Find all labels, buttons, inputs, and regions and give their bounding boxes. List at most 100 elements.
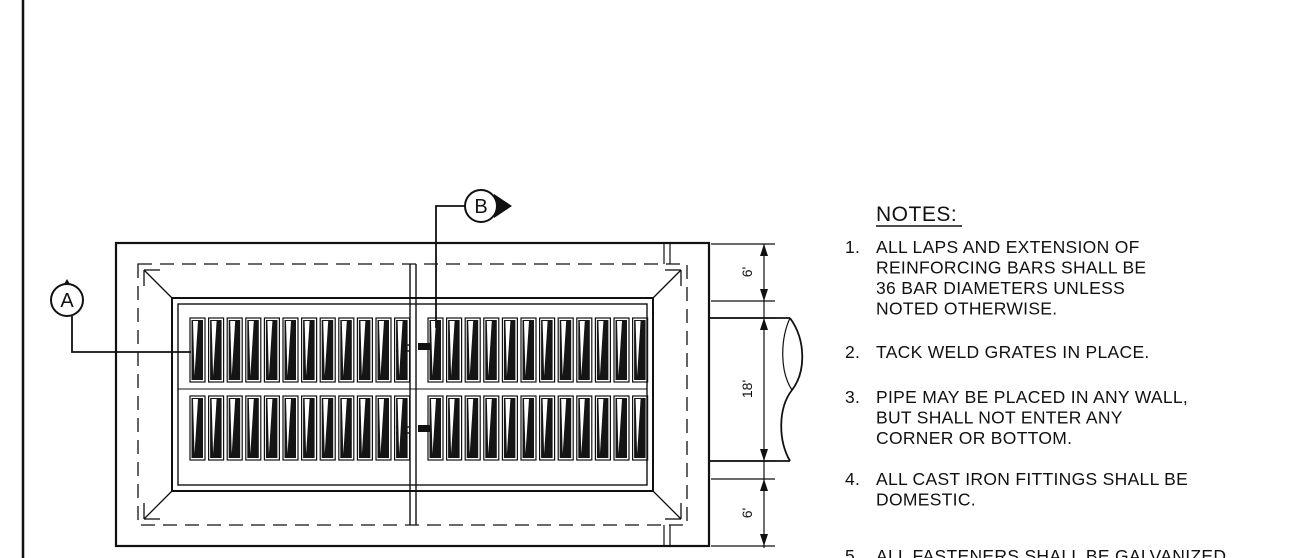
section-marker-a [50, 279, 191, 353]
grate-slot-highlight [360, 321, 366, 376]
grate-slot [189, 317, 206, 383]
grate-slot-highlight [449, 399, 455, 454]
grate-slot-highlight [286, 399, 291, 454]
grate-slot [338, 317, 355, 383]
grate-slot [245, 317, 262, 383]
grate-slot [263, 317, 280, 383]
grate-slot-highlight [617, 321, 622, 376]
notes-title: NOTES: [876, 203, 957, 226]
grate-slot-highlight [341, 321, 347, 376]
section-a-bubble [50, 283, 84, 317]
grate-slot [301, 395, 318, 461]
grate-slot-highlight [193, 321, 198, 376]
dimension-top: 6' [739, 267, 755, 277]
grate-slot-highlight [360, 399, 366, 454]
grate-slot-highlight [505, 321, 511, 376]
grate-slot-highlight [431, 321, 436, 376]
grate-slot [226, 317, 243, 383]
note-line: CORNER OR BOTTOM. [876, 428, 1072, 448]
grate-slot-highlight [635, 399, 641, 454]
outer-box [114, 241, 711, 548]
grate-slot [189, 395, 206, 461]
grate-slot-highlight [598, 399, 604, 454]
grate-slot-highlight [379, 399, 384, 454]
grate-slot-highlight [267, 399, 273, 454]
grate-slot-highlight [248, 321, 254, 376]
grate-slot [301, 317, 318, 383]
note-line: ALL CAST IRON FITTINGS SHALL BE [876, 469, 1188, 489]
grate-slot [394, 395, 411, 461]
grate-slot-highlight [286, 321, 291, 376]
grate-slot-highlight [561, 321, 567, 376]
inlet-plan-view [114, 241, 711, 548]
grate-slot [538, 317, 556, 383]
note-line: TACK WELD GRATES IN PLACE. [876, 342, 1150, 362]
grate-slot [520, 317, 537, 383]
dimension-middle: 18' [739, 380, 755, 398]
grate-slot [483, 395, 500, 461]
note-line: DOMESTIC. [876, 490, 976, 510]
grate-slot [375, 395, 392, 461]
grate-slot-highlight [486, 399, 492, 454]
dimension-arrows [760, 244, 768, 546]
grate-slot [631, 395, 649, 461]
grate-slot-highlight [230, 399, 236, 454]
grate-slot-highlight [304, 399, 310, 454]
grate-slot-highlight [579, 399, 585, 454]
grate-slot [226, 395, 243, 461]
grate-slot-highlight [211, 321, 217, 376]
grate-slot [576, 317, 593, 383]
grate-slot-highlight [635, 321, 641, 376]
grate-slot [594, 395, 612, 461]
note-line: NOTED OTHERWISE. [876, 299, 1057, 319]
dimension-bottom: 6' [739, 508, 755, 518]
grate-slot-highlight [468, 321, 474, 376]
grate-slot-highlight [211, 399, 217, 454]
note-line: ALL FASTENERS SHALL BE GALVANIZED. [876, 546, 1231, 558]
grate-slot [631, 317, 649, 383]
grate-slot-highlight [397, 321, 403, 376]
grate-slot [338, 395, 355, 461]
grate-slot [375, 317, 392, 383]
section-marker-b [435, 189, 512, 328]
grate-slot-highlight [524, 399, 529, 454]
grate-slot-highlight [248, 399, 254, 454]
grate-slot [319, 395, 336, 461]
grate-slot-highlight [542, 399, 548, 454]
grate-slot-highlight [598, 321, 604, 376]
grate-slot [427, 395, 444, 461]
grate-slot-highlight [323, 321, 329, 376]
note-number: 4. [845, 469, 860, 489]
grate-slot-highlight [449, 321, 455, 376]
note-line: PIPE MAY BE PLACED IN ANY WALL, [876, 387, 1188, 407]
grate-slot [446, 317, 463, 383]
grate-slot [464, 395, 481, 461]
section-b-arrow [494, 194, 512, 218]
grate-slot [245, 395, 262, 461]
grate-slot [483, 317, 500, 383]
grate-slot [576, 395, 593, 461]
grate-slot [263, 395, 280, 461]
grate-slot-highlight [379, 321, 384, 376]
grate-slot [501, 317, 518, 383]
grate-slot [208, 395, 225, 461]
grate-slot-highlight [561, 399, 567, 454]
section-b-label: B [474, 196, 487, 218]
section-b-leader [435, 205, 465, 328]
grate-slot [557, 317, 574, 383]
grate-slot [282, 395, 299, 461]
dashed-wall-line [137, 263, 688, 526]
grate-slot [594, 317, 612, 383]
grate-slot-highlight [579, 321, 585, 376]
grate-slot-highlight [468, 399, 474, 454]
grate-slot [208, 317, 225, 383]
grate-slot [282, 317, 299, 383]
section-a-label: A [60, 290, 74, 312]
pipe [709, 317, 804, 462]
grate-slot-highlight [304, 321, 310, 376]
latch-upper [418, 343, 434, 350]
grate-slot-highlight [542, 321, 548, 376]
grate-slot [446, 395, 463, 461]
